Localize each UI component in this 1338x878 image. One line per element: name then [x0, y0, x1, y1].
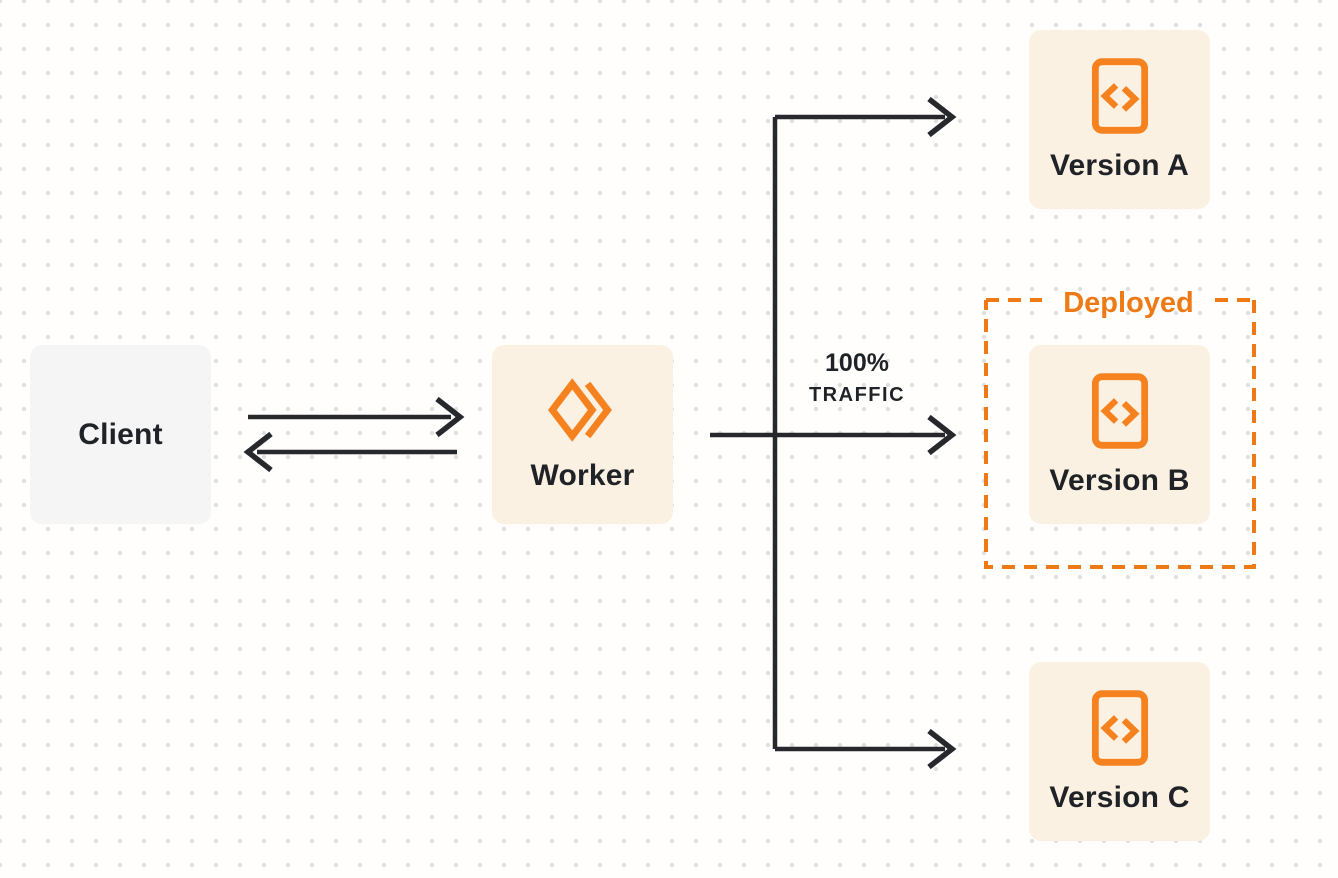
node-worker: Worker — [492, 345, 673, 524]
node-version-a: Version A — [1029, 30, 1210, 209]
arrowhead-to-client — [243, 431, 273, 473]
deployed-border — [984, 300, 1256, 569]
traffic-percent: 100% — [825, 349, 889, 377]
code-file-icon — [1091, 372, 1149, 450]
arrowhead-to-worker — [435, 396, 465, 438]
client-label: Client — [78, 417, 163, 451]
node-client: Client — [30, 345, 211, 524]
version-a-label: Version A — [1049, 148, 1190, 182]
worker-logo-icon — [544, 377, 622, 443]
deployed-badge: Deployed — [1063, 287, 1194, 319]
code-file-icon — [1091, 57, 1149, 135]
arrowhead-to-version-b — [927, 414, 957, 456]
traffic-annotation: 100% TRAFFIC — [792, 349, 922, 407]
node-version-c: Version C — [1029, 662, 1210, 841]
traffic-word: TRAFFIC — [808, 384, 906, 406]
version-c-label: Version C — [1049, 780, 1190, 814]
version-b-label: Version B — [1049, 463, 1190, 497]
arrowhead-to-version-c — [927, 728, 957, 770]
arrowhead-to-version-a — [927, 96, 957, 138]
code-file-icon — [1091, 689, 1149, 767]
worker-label: Worker — [530, 458, 635, 492]
node-version-b: Version B — [1029, 345, 1210, 524]
